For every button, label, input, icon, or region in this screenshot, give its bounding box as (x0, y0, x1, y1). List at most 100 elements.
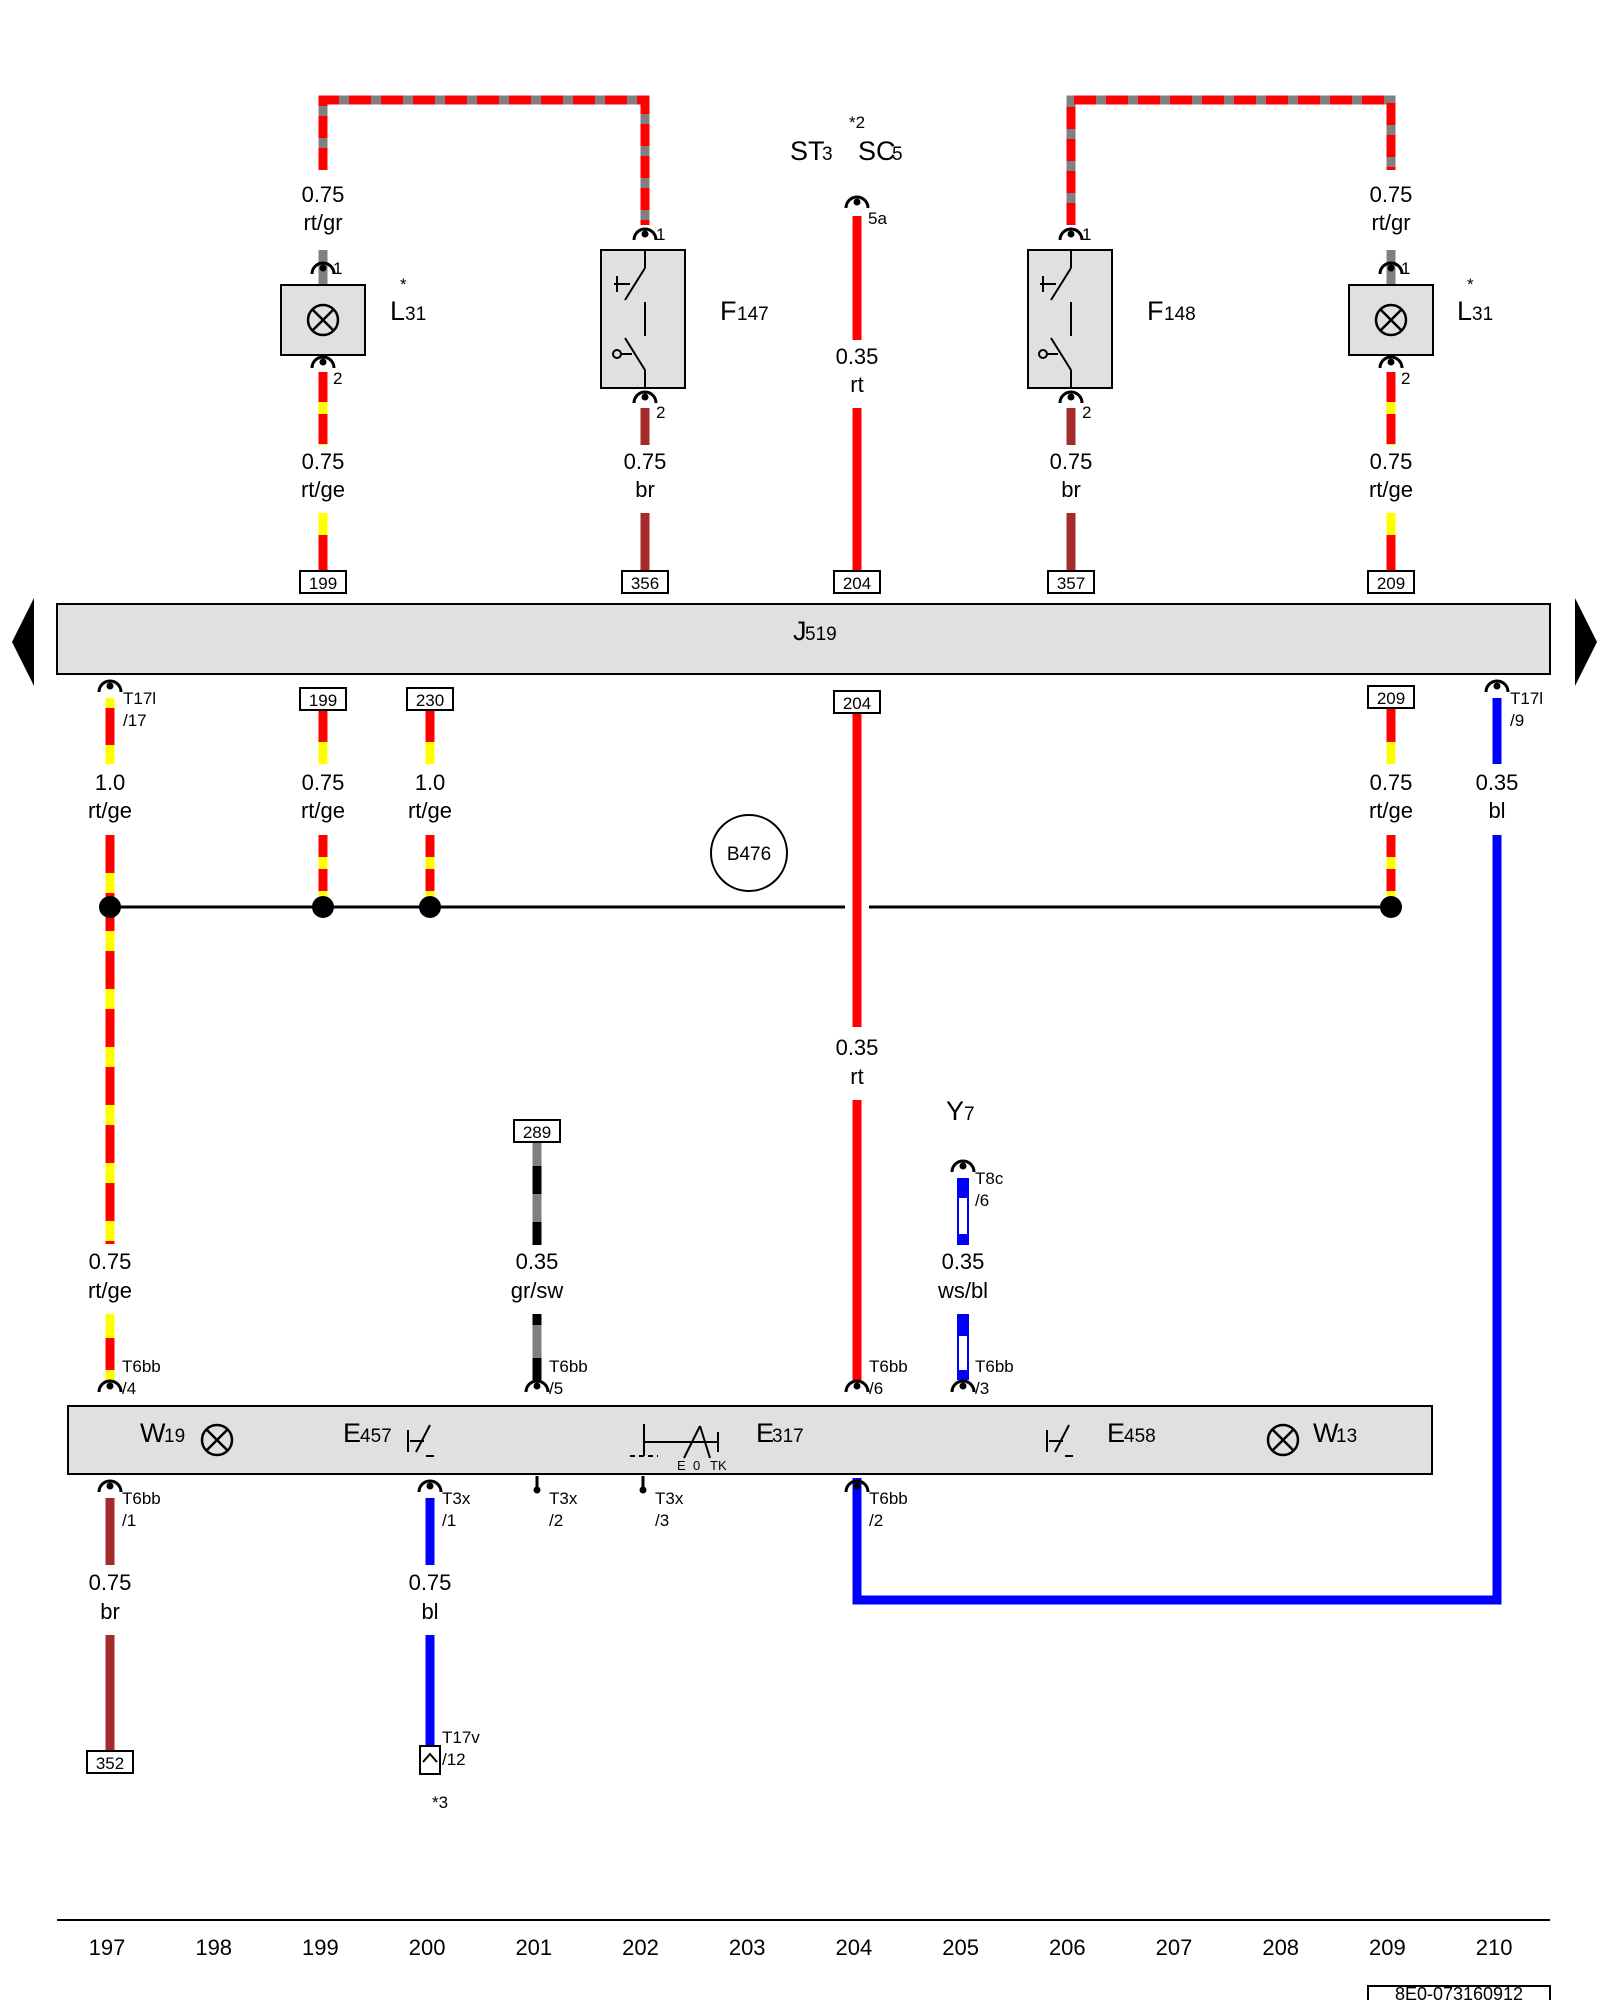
wire-size: 0.35 (942, 1249, 985, 1274)
svg-text:J: J (793, 616, 807, 646)
svg-text:5a: 5a (868, 209, 887, 228)
wire-size: 0.75 (409, 1570, 452, 1595)
svg-text:13: 13 (1336, 1426, 1357, 1447)
connector-st3-sc5: *2 ST 3 SC 5 5a (790, 113, 903, 228)
wire-color: rt/ge (1369, 798, 1413, 823)
svg-text:0: 0 (693, 1458, 700, 1473)
lamp-l31-left: 1 2 L 31 * (280, 250, 426, 388)
pin-label: T8c (975, 1169, 1004, 1188)
svg-text:F: F (720, 296, 737, 326)
svg-text:519: 519 (805, 624, 837, 645)
svg-text:204: 204 (843, 574, 871, 593)
lamp-icon (200, 1423, 234, 1457)
pin-label: /17 (123, 711, 147, 730)
pin-label: T6bb (549, 1357, 588, 1376)
svg-text:5: 5 (892, 144, 903, 165)
pin-label: T17v (442, 1728, 480, 1747)
pin-label: /6 (869, 1379, 883, 1398)
ruler-number: 203 (729, 1935, 766, 1960)
wire-color: bl (421, 1599, 438, 1624)
pin-label: T6bb (975, 1357, 1014, 1376)
ref-box: 209 (1367, 570, 1415, 594)
ruler-number: 201 (515, 1935, 552, 1960)
svg-text:ST: ST (790, 136, 825, 166)
ruler-number: 197 (89, 1935, 126, 1960)
svg-text:289: 289 (523, 1123, 551, 1142)
wire-color: rt/ge (301, 798, 345, 823)
splice-joint (1380, 896, 1402, 918)
svg-text:E: E (756, 1418, 774, 1448)
svg-text:230: 230 (416, 691, 444, 710)
lamp-icon (1266, 1423, 1300, 1457)
svg-text:317: 317 (772, 1426, 804, 1447)
svg-text:3: 3 (822, 144, 833, 165)
pin-label: T3x (442, 1489, 471, 1508)
wire-color: gr/sw (511, 1278, 564, 1303)
rotary-switch-icon (630, 1424, 719, 1459)
connector-t17v (419, 1745, 441, 1775)
svg-text:209: 209 (1377, 689, 1405, 708)
svg-text:2: 2 (1401, 369, 1410, 388)
wire-top-right-loop (1066, 95, 1396, 225)
ref-box: 356 (621, 570, 669, 594)
pin-label: /3 (975, 1379, 989, 1398)
ruler-number: 205 (942, 1935, 979, 1960)
svg-text:W: W (1313, 1418, 1339, 1448)
wire-size: 0.75 (89, 1249, 132, 1274)
splice-joint (419, 896, 441, 918)
wire-color: rt/ge (408, 798, 452, 823)
pin-label: T6bb (869, 1489, 908, 1508)
wire-size: 0.75 (302, 182, 345, 207)
ref-box: 199 (299, 687, 347, 711)
wire-size: 0.75 (1050, 449, 1093, 474)
svg-text:2: 2 (1082, 403, 1091, 422)
svg-text:209: 209 (1377, 574, 1405, 593)
svg-text:357: 357 (1057, 574, 1085, 593)
svg-text:199: 199 (309, 574, 337, 593)
page-prev-arrow-lower[interactable] (12, 642, 34, 686)
svg-text:356: 356 (631, 574, 659, 593)
wire-color: ws/bl (937, 1278, 988, 1303)
wire-color: rt/ge (88, 798, 132, 823)
svg-text:*: * (400, 275, 407, 294)
wire-color: rt/ge (88, 1278, 132, 1303)
wire-size: 0.75 (302, 770, 345, 795)
ruler-number: 206 (1049, 1935, 1086, 1960)
pin-label: /5 (549, 1379, 563, 1398)
pushbutton-icon (407, 1424, 434, 1457)
ruler-number: 207 (1156, 1935, 1193, 1960)
switch-panel-unit: W 19 E 457 E 0 TK E 317 (67, 1405, 1433, 1475)
svg-text:L: L (390, 296, 405, 326)
svg-text:1: 1 (333, 259, 342, 278)
svg-text:Y: Y (946, 1096, 964, 1126)
ruler-number: 202 (622, 1935, 659, 1960)
pin-label: /9 (1510, 711, 1524, 730)
ruler-number: 204 (836, 1935, 873, 1960)
svg-text:L: L (1457, 296, 1472, 326)
wire-size: 0.75 (1370, 770, 1413, 795)
wire-size: 0.75 (1370, 182, 1413, 207)
ruler-number: 209 (1369, 1935, 1406, 1960)
switch-f148: 1 2 F 148 (1027, 225, 1196, 422)
page-prev-arrow[interactable] (12, 598, 34, 642)
ground-point-b476: B476 (710, 814, 788, 892)
mirror-y7: Y 7 (946, 1096, 975, 1126)
pin-label: /2 (869, 1511, 883, 1530)
ref-box: 289 (513, 1119, 561, 1143)
svg-text:F: F (1147, 296, 1164, 326)
splice-joint (99, 896, 121, 918)
page-next-arrow[interactable] (1575, 598, 1597, 686)
svg-text:E: E (343, 1418, 361, 1448)
wire-color: br (635, 477, 655, 502)
svg-text:8E0-073160912: 8E0-073160912 (1395, 1984, 1523, 2000)
wire-top-left-loop (318, 95, 650, 225)
pin-label: T3x (655, 1489, 684, 1508)
ref-box: 199 (299, 570, 347, 594)
wire-color: rt/gr (1371, 210, 1410, 235)
pin-label: /12 (442, 1750, 466, 1769)
pin-label: /3 (655, 1511, 669, 1530)
switch-f147: 1 2 F 147 (600, 225, 769, 422)
ref-box: 204 (833, 570, 881, 594)
pin-label: T17l (123, 689, 156, 708)
